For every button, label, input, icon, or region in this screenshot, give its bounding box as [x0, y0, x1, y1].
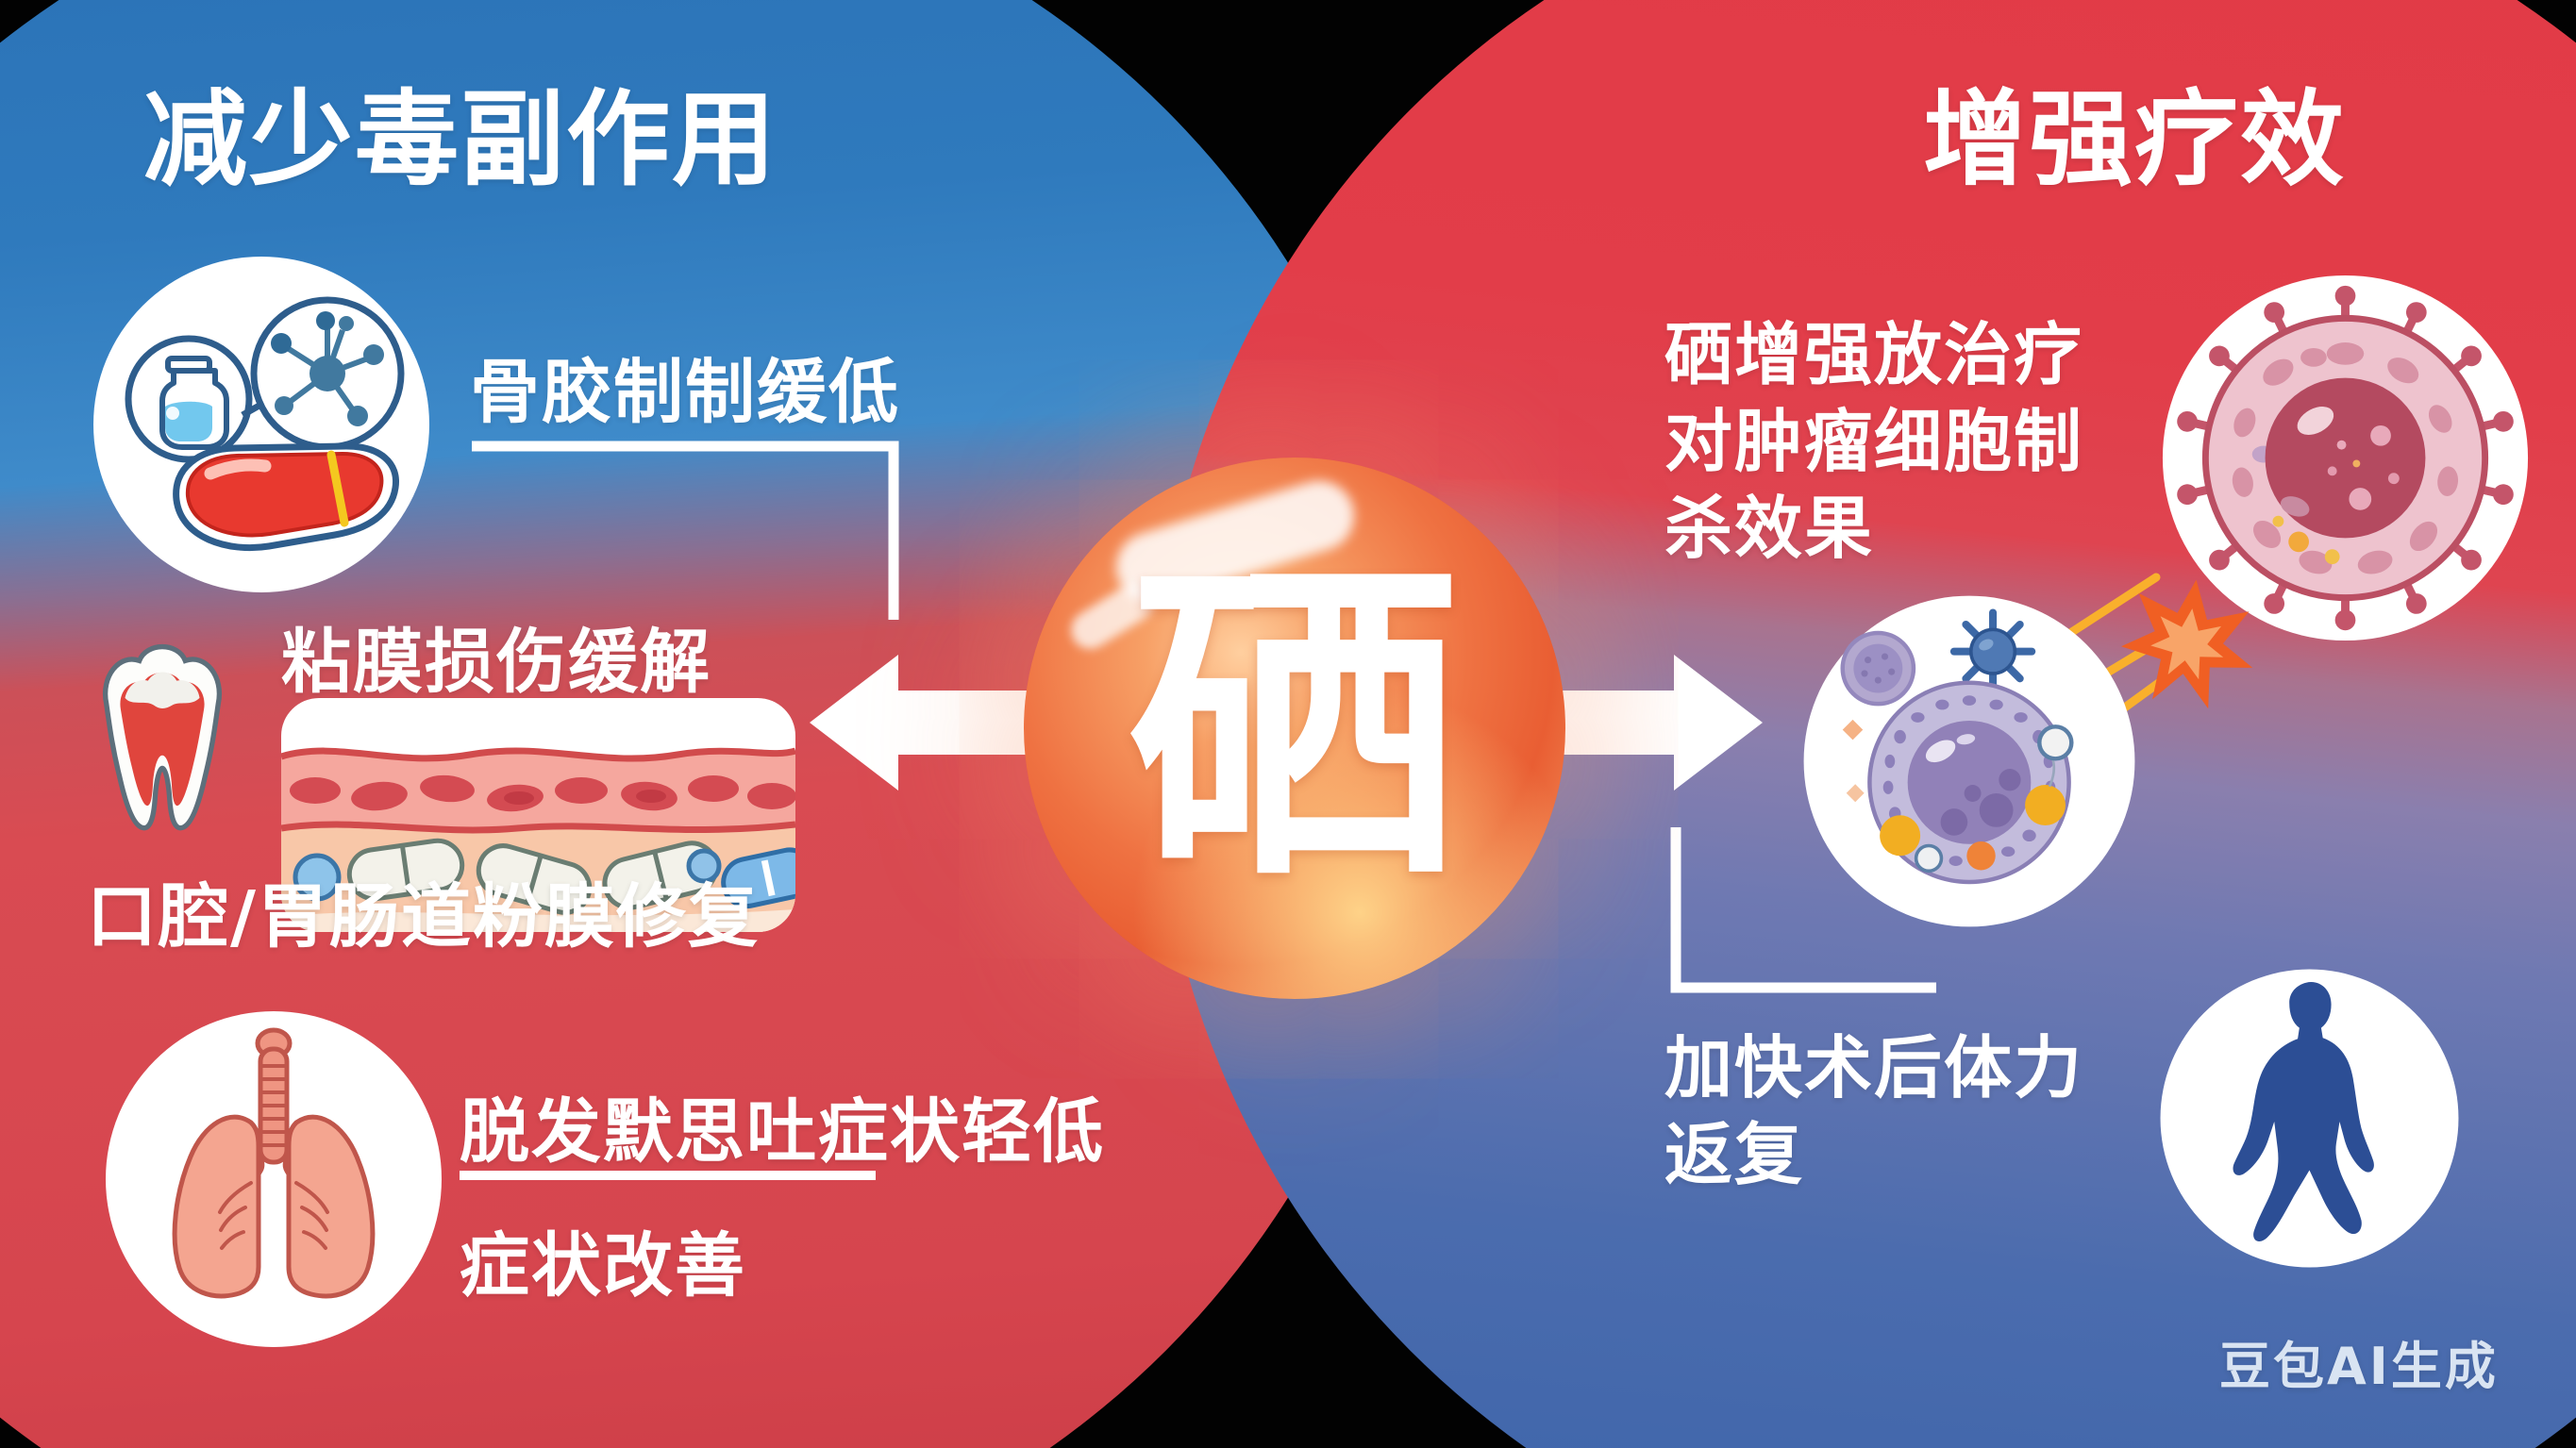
label-oral-gi-repair: 口腔/胃肠道粉膜修复 — [87, 876, 761, 957]
selenium-symbol: 硒 — [1129, 535, 1461, 922]
recovery-line-2: 返复 — [1664, 1115, 1805, 1194]
left-bracket-connector — [472, 441, 899, 620]
tumor-cell-icon — [2162, 275, 2529, 641]
selenium-sphere: 硒 — [1024, 458, 1565, 999]
immune-cells-icon — [1803, 595, 2135, 927]
label-chemo-relief: 骨胶制制缓低 — [470, 352, 900, 433]
liver-flask-icon — [93, 257, 429, 592]
label-hairloss-nausea: 脱发默思吐症状轻低 — [460, 1091, 1105, 1173]
tooth-icon — [102, 644, 223, 831]
left-arrow-icon — [810, 655, 1132, 791]
starburst-icon — [2121, 579, 2253, 709]
lungs-icon — [106, 1011, 442, 1347]
recovery-line-1: 加快术后体力 — [1664, 1028, 2084, 1107]
label-radiotherapy-block: 硒增强放治疗 对肿瘤细胞制 杀效果 — [1664, 311, 2083, 572]
walking-person-icon — [2160, 969, 2459, 1268]
left-title: 减少毒副作用 — [143, 79, 778, 200]
label-symptom-improve: 症状改善 — [460, 1225, 746, 1307]
ai-watermark: 豆包AI生成 — [2219, 1337, 2499, 1396]
mucosa-band-icon — [281, 698, 795, 932]
right-arrow-icon — [1563, 655, 1763, 791]
right-title: 增强疗效 — [1923, 79, 2346, 200]
label-mucosa-relief: 粘膜损伤缓解 — [281, 622, 711, 703]
label-recovery-block: 加快术后体力 返复 — [1664, 1024, 2083, 1198]
radio-line-1: 硒增强放治疗 — [1664, 315, 2084, 394]
radio-line-2: 对肿瘤细胞制 — [1664, 402, 2084, 481]
right-l-connector — [1670, 827, 1936, 993]
radio-line-3: 杀效果 — [1664, 489, 1875, 568]
